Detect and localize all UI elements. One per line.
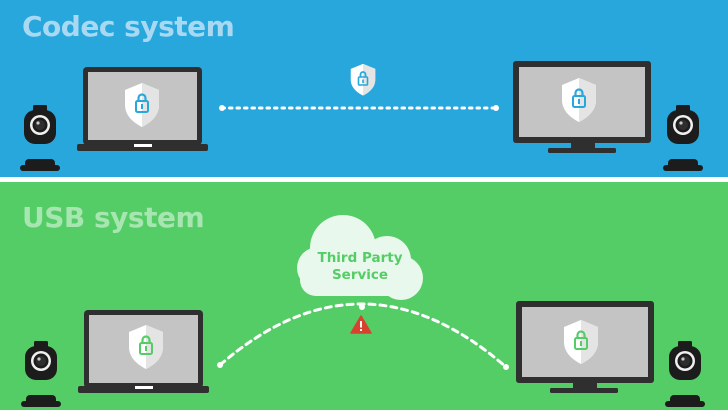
codec-scene — [0, 0, 728, 177]
warning-icon — [350, 315, 372, 334]
connection-midpoint — [359, 304, 365, 310]
usb-scene — [0, 182, 728, 410]
codec-system-panel: Codec system — [0, 0, 728, 177]
webcam-icon — [20, 105, 60, 171]
shield-lock-icon — [350, 63, 376, 96]
connection-endpoint — [493, 105, 499, 111]
webcam-icon — [663, 105, 703, 171]
cloud-label: Third Party Service — [298, 250, 422, 284]
shield-lock-icon — [562, 78, 596, 122]
webcam-icon — [665, 341, 705, 407]
shield-lock-icon — [125, 83, 159, 127]
connection-endpoint — [503, 364, 509, 370]
connection-endpoint — [219, 105, 225, 111]
usb-system-panel: USB system Third Party Service — [0, 182, 728, 410]
panel-title: USB system — [22, 201, 205, 234]
shield-lock-icon — [129, 325, 163, 369]
cloud-label-line: Service — [331, 267, 389, 283]
webcam-icon — [21, 341, 61, 407]
panel-title: Codec system — [22, 10, 235, 43]
cloud-icon — [297, 215, 423, 300]
connection-endpoint — [217, 362, 223, 368]
panel-divider — [0, 177, 728, 182]
cloud-label-line: Third Party — [317, 250, 403, 266]
shield-lock-icon — [564, 320, 598, 364]
